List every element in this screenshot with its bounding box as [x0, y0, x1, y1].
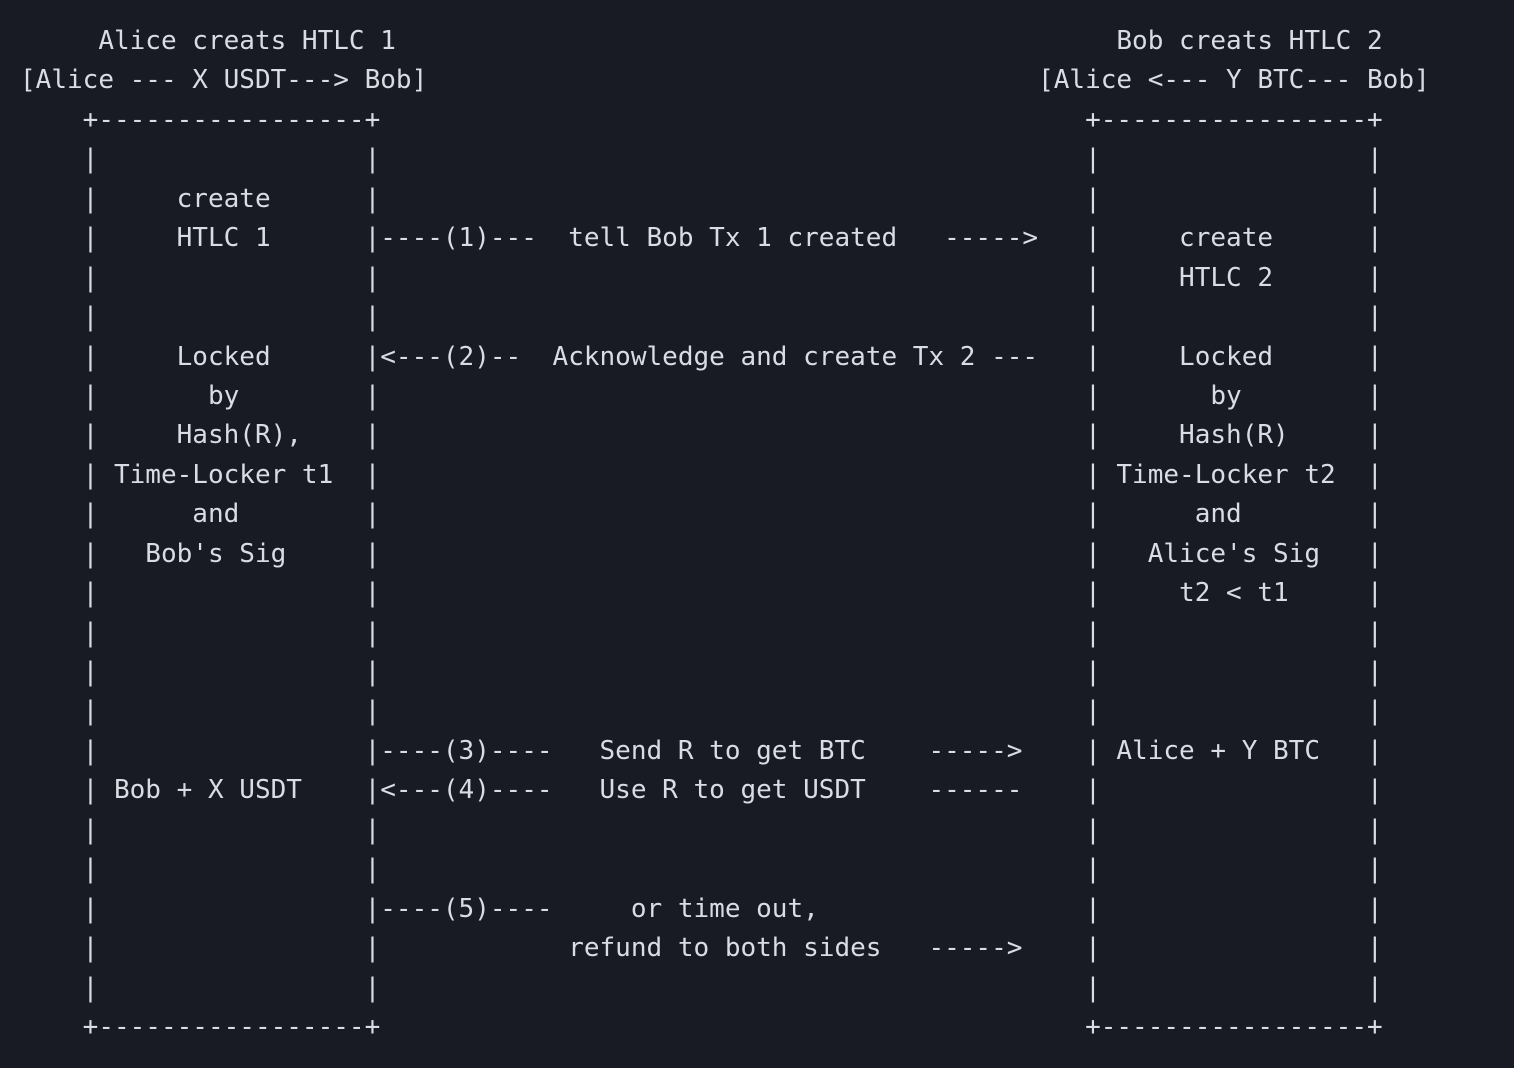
ascii-line-5: | HTLC 1 |----(1)--- tell Bob Tx 1 creat… [20, 223, 1383, 254]
ascii-line-24: | | | | [20, 972, 1383, 1003]
ascii-line-15: | | | | [20, 617, 1383, 648]
ascii-line-12: | and | | and | [20, 499, 1383, 530]
ascii-line-20: | | | | [20, 814, 1383, 845]
ascii-art-diagram: Alice creats HTLC 1 Bob creats HTLC 2 [Al… [20, 22, 1430, 1047]
ascii-line-23: | | refund to both sides -----> | | [20, 933, 1383, 964]
ascii-line-9: | by | | by | [20, 380, 1383, 411]
ascii-line-19: | Bob + X USDT |<---(4)---- Use R to get… [20, 775, 1383, 806]
ascii-line-13: | Bob's Sig | | Alice's Sig | [20, 538, 1383, 569]
ascii-line-0: Alice creats HTLC 1 Bob creats HTLC 2 [20, 26, 1383, 56]
ascii-line-14: | | | t2 < t1 | [20, 578, 1383, 609]
ascii-line-2: +-----------------+ +-----------------+ [20, 104, 1383, 135]
ascii-line-10: | Hash(R), | | Hash(R) | [20, 420, 1383, 451]
ascii-line-21: | | | | [20, 854, 1383, 885]
ascii-line-11: | Time-Locker t1 | | Time-Locker t2 | [20, 459, 1383, 490]
ascii-line-17: | | | | [20, 696, 1383, 727]
ascii-line-6: | | | HTLC 2 | [20, 262, 1383, 293]
ascii-line-1: [Alice --- X USDT---> Bob] [Alice <--- Y… [20, 65, 1430, 96]
ascii-line-3: | | | | [20, 144, 1383, 175]
ascii-line-18: | |----(3)---- Send R to get BTC -----> … [20, 735, 1383, 766]
ascii-line-16: | | | | [20, 657, 1383, 687]
ascii-line-25: +-----------------+ +-----------------+ [20, 1011, 1383, 1042]
ascii-line-8: | Locked |<---(2)-- Acknowledge and crea… [20, 341, 1383, 372]
ascii-line-7: | | | | [20, 302, 1383, 333]
ascii-line-22: | |----(5)---- or time out, | | [20, 893, 1383, 924]
ascii-line-4: | create | | | [20, 183, 1383, 214]
